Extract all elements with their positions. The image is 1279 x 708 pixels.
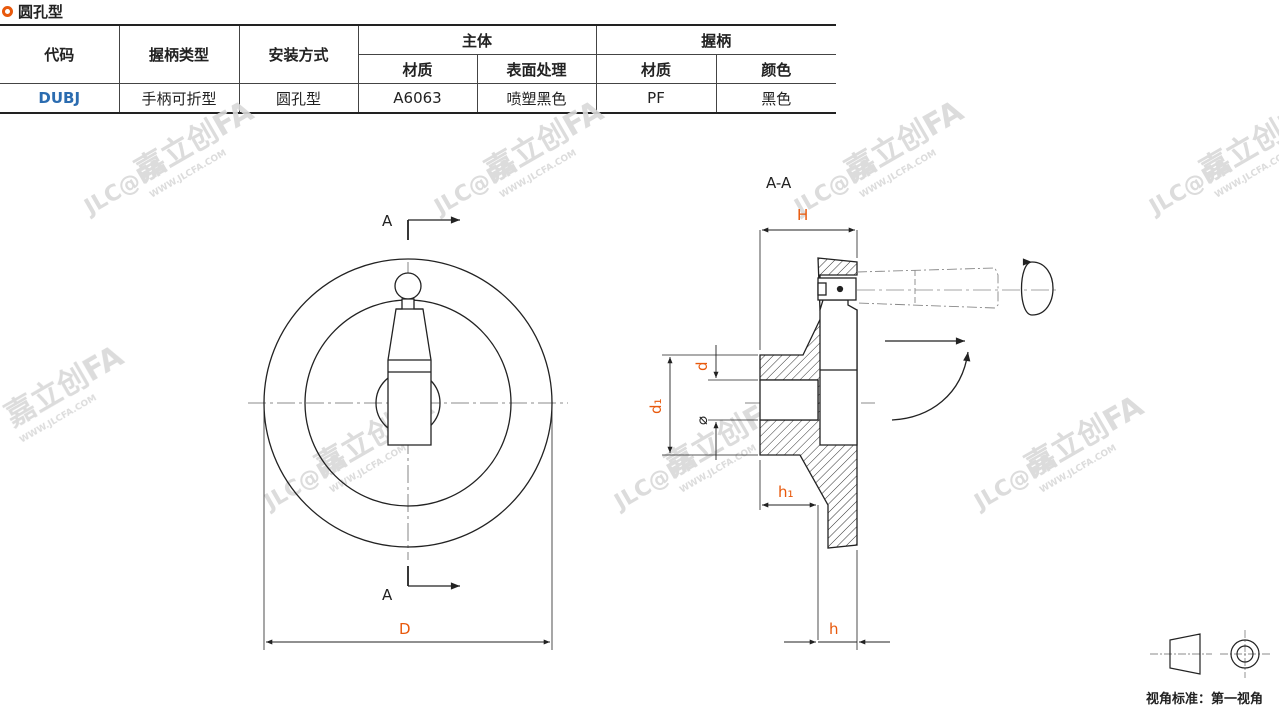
handwheel-rim xyxy=(263,258,553,548)
section-title: 圆孔型 xyxy=(18,2,64,21)
section-label: A-A xyxy=(766,174,792,192)
section-header: 圆孔型 xyxy=(2,0,63,22)
folded-handle-phantom xyxy=(856,267,999,309)
circle-bullet-icon xyxy=(2,5,13,17)
dim-h1-label: h₁ xyxy=(778,483,794,501)
header-mount: 安装方式 xyxy=(238,24,359,84)
dim-d1-label: d₁ xyxy=(647,398,665,414)
cell-handle-type: 手柄可折型 xyxy=(118,83,240,114)
cut-label-top: A xyxy=(382,212,393,230)
dim-H-label: H xyxy=(797,206,808,224)
header-handle-type: 握柄类型 xyxy=(118,24,240,84)
bore xyxy=(759,379,819,421)
handle-knob xyxy=(394,272,422,300)
swing-arrow-icon xyxy=(891,351,971,421)
cut-label-bottom: A xyxy=(382,586,393,604)
header-body-surface: 表面处理 xyxy=(476,54,597,84)
pivot-pin xyxy=(836,285,844,293)
table-row: DUBJ 手柄可折型 圆孔型 A6063 喷塑黑色 PF 黑色 xyxy=(0,83,837,114)
header-code: 代码 xyxy=(0,24,120,84)
header-handle-color: 颜色 xyxy=(715,54,837,84)
watermark-brand: 嘉立创FA xyxy=(1194,93,1279,189)
header-handle: 握柄 xyxy=(595,24,837,55)
front-view xyxy=(248,216,568,650)
dim-h-label: h xyxy=(829,620,839,638)
rotation-arrow-icon xyxy=(1020,258,1054,316)
first-angle-projection-icon xyxy=(1150,630,1270,678)
dim-d-label: d xyxy=(693,361,711,371)
header-body-material: 材质 xyxy=(358,54,478,84)
cell-handle-color: 黑色 xyxy=(715,83,837,114)
handle-section xyxy=(819,299,858,446)
dim-D-label: D xyxy=(399,620,411,638)
cell-handle-material: PF xyxy=(595,83,717,114)
header-handle-material: 材质 xyxy=(595,54,717,84)
cell-body-surface: 喷塑黑色 xyxy=(476,83,597,114)
watermark-group: JLC@FA 嘉立创FA WWW.JLCFA.COM JLC@FA 嘉立创FA … xyxy=(0,93,1279,516)
cell-body-material: A6063 xyxy=(357,83,478,114)
section-view xyxy=(662,227,1060,650)
view-standard-note: 视角标准：第一视角 xyxy=(1146,692,1264,707)
cell-code[interactable]: DUBJ xyxy=(0,83,120,114)
spec-table: 代码 握柄类型 安装方式 主体 握柄 材质 表面处理 材质 颜色 DUBJ 手柄… xyxy=(0,24,837,114)
dim-diameter-symbol: ⌀ xyxy=(693,416,711,425)
